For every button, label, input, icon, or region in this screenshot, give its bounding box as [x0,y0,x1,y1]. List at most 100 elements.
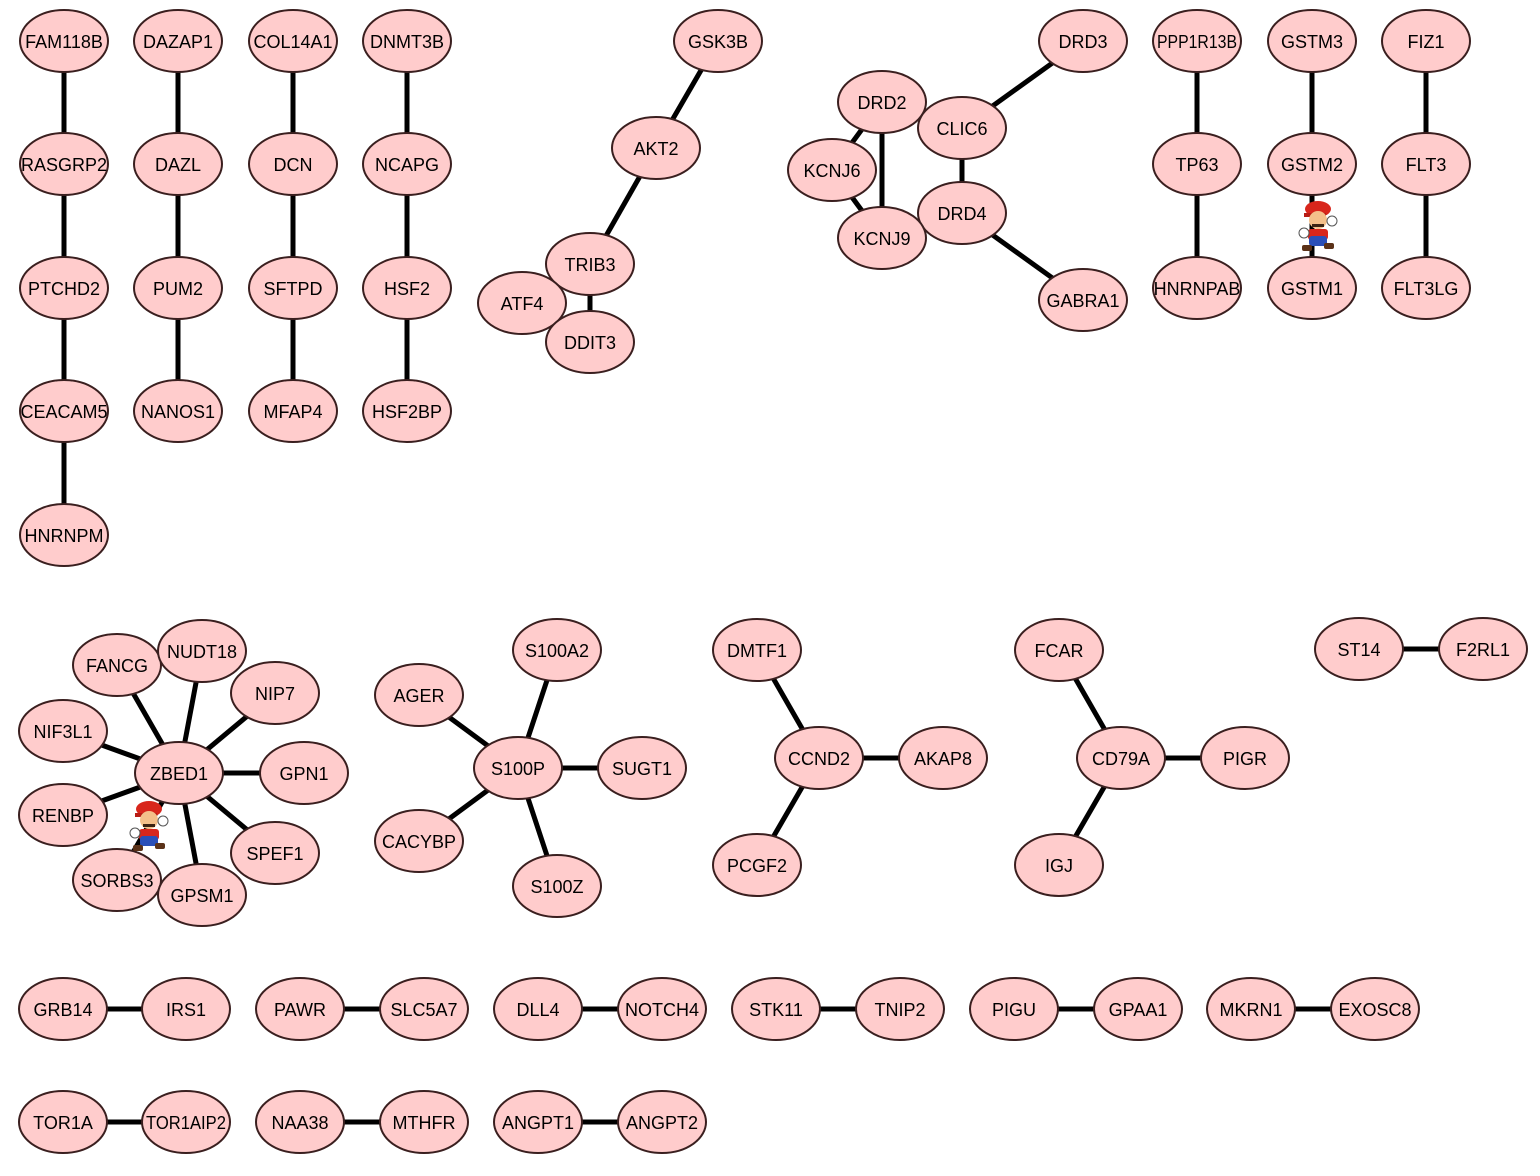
node-pum2[interactable]: PUM2 [133,256,223,320]
node-ppp1r13b[interactable]: PPP1R13B [1152,9,1242,73]
sprite-part [1309,236,1327,246]
node-hsf2[interactable]: HSF2 [362,256,452,320]
node-mfap4[interactable]: MFAP4 [248,379,338,443]
node-tnip2[interactable]: TNIP2 [855,977,945,1041]
node-angpt2[interactable]: ANGPT2 [617,1090,707,1154]
node-exosc8[interactable]: EXOSC8 [1330,977,1420,1041]
node-ncapg[interactable]: NCAPG [362,132,452,196]
node-f2rl1[interactable]: F2RL1 [1438,617,1528,681]
node-ellipse [545,310,635,374]
node-sftpd[interactable]: SFTPD [248,256,338,320]
node-flt3[interactable]: FLT3 [1381,132,1471,196]
node-s100a2[interactable]: S100A2 [512,618,602,682]
node-dazap1[interactable]: DAZAP1 [133,9,223,73]
node-hsf2bp[interactable]: HSF2BP [362,379,452,443]
node-st14[interactable]: ST14 [1314,617,1404,681]
node-nanos1[interactable]: NANOS1 [133,379,223,443]
node-drd3[interactable]: DRD3 [1038,9,1128,73]
node-dazl[interactable]: DAZL [133,132,223,196]
node-tp63[interactable]: TP63 [1152,132,1242,196]
node-label: MFAP4 [263,402,322,422]
node-ceacam5[interactable]: CEACAM5 [19,379,109,443]
node-label: PTCHD2 [28,279,100,299]
node-pawr[interactable]: PAWR [255,977,345,1041]
node-ellipse [133,9,223,73]
node-label: ANGPT1 [502,1113,574,1133]
node-fancg[interactable]: FANCG [72,633,162,697]
node-fiz1[interactable]: FIZ1 [1381,9,1471,73]
node-drd2[interactable]: DRD2 [837,70,927,134]
node-gpaa1[interactable]: GPAA1 [1093,977,1183,1041]
node-ddit3[interactable]: DDIT3 [545,310,635,374]
node-sugt1[interactable]: SUGT1 [597,736,687,800]
node-cd79a[interactable]: CD79A [1076,726,1166,790]
node-dmtf1[interactable]: DMTF1 [712,618,802,682]
node-gpsm1[interactable]: GPSM1 [157,863,247,927]
node-ptchd2[interactable]: PTCHD2 [19,256,109,320]
node-ellipse [1438,617,1528,681]
node-pigr[interactable]: PIGR [1200,726,1290,790]
node-cacybp[interactable]: CACYBP [374,809,464,873]
node-atf4[interactable]: ATF4 [477,271,567,335]
node-hnrnpab[interactable]: HNRNPAB [1152,256,1242,320]
node-gstm2[interactable]: GSTM2 [1267,132,1357,196]
node-drd4[interactable]: DRD4 [917,181,1007,245]
node-hnrnpm[interactable]: HNRNPM [19,503,109,567]
node-label: FAM118B [25,32,103,52]
node-nif3l1[interactable]: NIF3L1 [18,699,108,763]
node-pcgf2[interactable]: PCGF2 [712,833,802,897]
node-s100p[interactable]: S100P [473,736,563,800]
node-label: S100A2 [525,641,589,661]
node-label: GSK3B [688,32,748,52]
node-sorbs3[interactable]: SORBS3 [72,848,162,912]
node-dcn[interactable]: DCN [248,132,338,196]
node-kcnj9[interactable]: KCNJ9 [837,206,927,270]
node-ellipse [141,1090,231,1154]
node-slc5a7[interactable]: SLC5A7 [379,977,469,1041]
node-mthfr[interactable]: MTHFR [379,1090,469,1154]
node-label: NAA38 [271,1113,328,1133]
node-label: MKRN1 [1219,1000,1282,1020]
node-gstm1[interactable]: GSTM1 [1267,256,1357,320]
node-akap8[interactable]: AKAP8 [898,726,988,790]
node-nip7[interactable]: NIP7 [230,661,320,725]
node-fcar[interactable]: FCAR [1014,618,1104,682]
node-notch4[interactable]: NOTCH4 [617,977,707,1041]
node-fam118b[interactable]: FAM118B [19,9,109,73]
node-ager[interactable]: AGER [374,663,464,727]
node-trib3[interactable]: TRIB3 [545,232,635,296]
node-flt3lg[interactable]: FLT3LG [1381,256,1471,320]
node-zbed1[interactable]: ZBED1 [134,741,224,805]
node-clic6[interactable]: CLIC6 [917,96,1007,160]
node-stk11[interactable]: STK11 [731,977,821,1041]
node-kcnj6[interactable]: KCNJ6 [787,138,877,202]
node-tor1aip2[interactable]: TOR1AIP2 [141,1090,231,1154]
node-gabra1[interactable]: GABRA1 [1038,268,1128,332]
node-pigu[interactable]: PIGU [969,977,1059,1041]
node-gpn1[interactable]: GPN1 [259,741,349,805]
node-dll4[interactable]: DLL4 [493,977,583,1041]
node-label: RASGRP2 [21,155,107,175]
node-irs1[interactable]: IRS1 [141,977,231,1041]
node-akt2[interactable]: AKT2 [611,116,701,180]
node-dnmt3b[interactable]: DNMT3B [362,9,452,73]
node-s100z[interactable]: S100Z [512,854,602,918]
node-ellipse [545,232,635,296]
node-renbp[interactable]: RENBP [18,783,108,847]
node-gstm3[interactable]: GSTM3 [1267,9,1357,73]
node-label: NCAPG [375,155,439,175]
node-gsk3b[interactable]: GSK3B [673,9,763,73]
node-ccnd2[interactable]: CCND2 [774,726,864,790]
node-col14a1[interactable]: COL14A1 [248,9,338,73]
node-nudt18[interactable]: NUDT18 [157,619,247,683]
node-naa38[interactable]: NAA38 [255,1090,345,1154]
node-igj[interactable]: IGJ [1014,833,1104,897]
node-spef1[interactable]: SPEF1 [230,821,320,885]
node-grb14[interactable]: GRB14 [18,977,108,1041]
node-ellipse [1152,132,1242,196]
node-label: DDIT3 [564,333,616,353]
node-rasgrp2[interactable]: RASGRP2 [19,132,109,196]
node-tor1a[interactable]: TOR1A [18,1090,108,1154]
node-mkrn1[interactable]: MKRN1 [1206,977,1296,1041]
node-angpt1[interactable]: ANGPT1 [493,1090,583,1154]
